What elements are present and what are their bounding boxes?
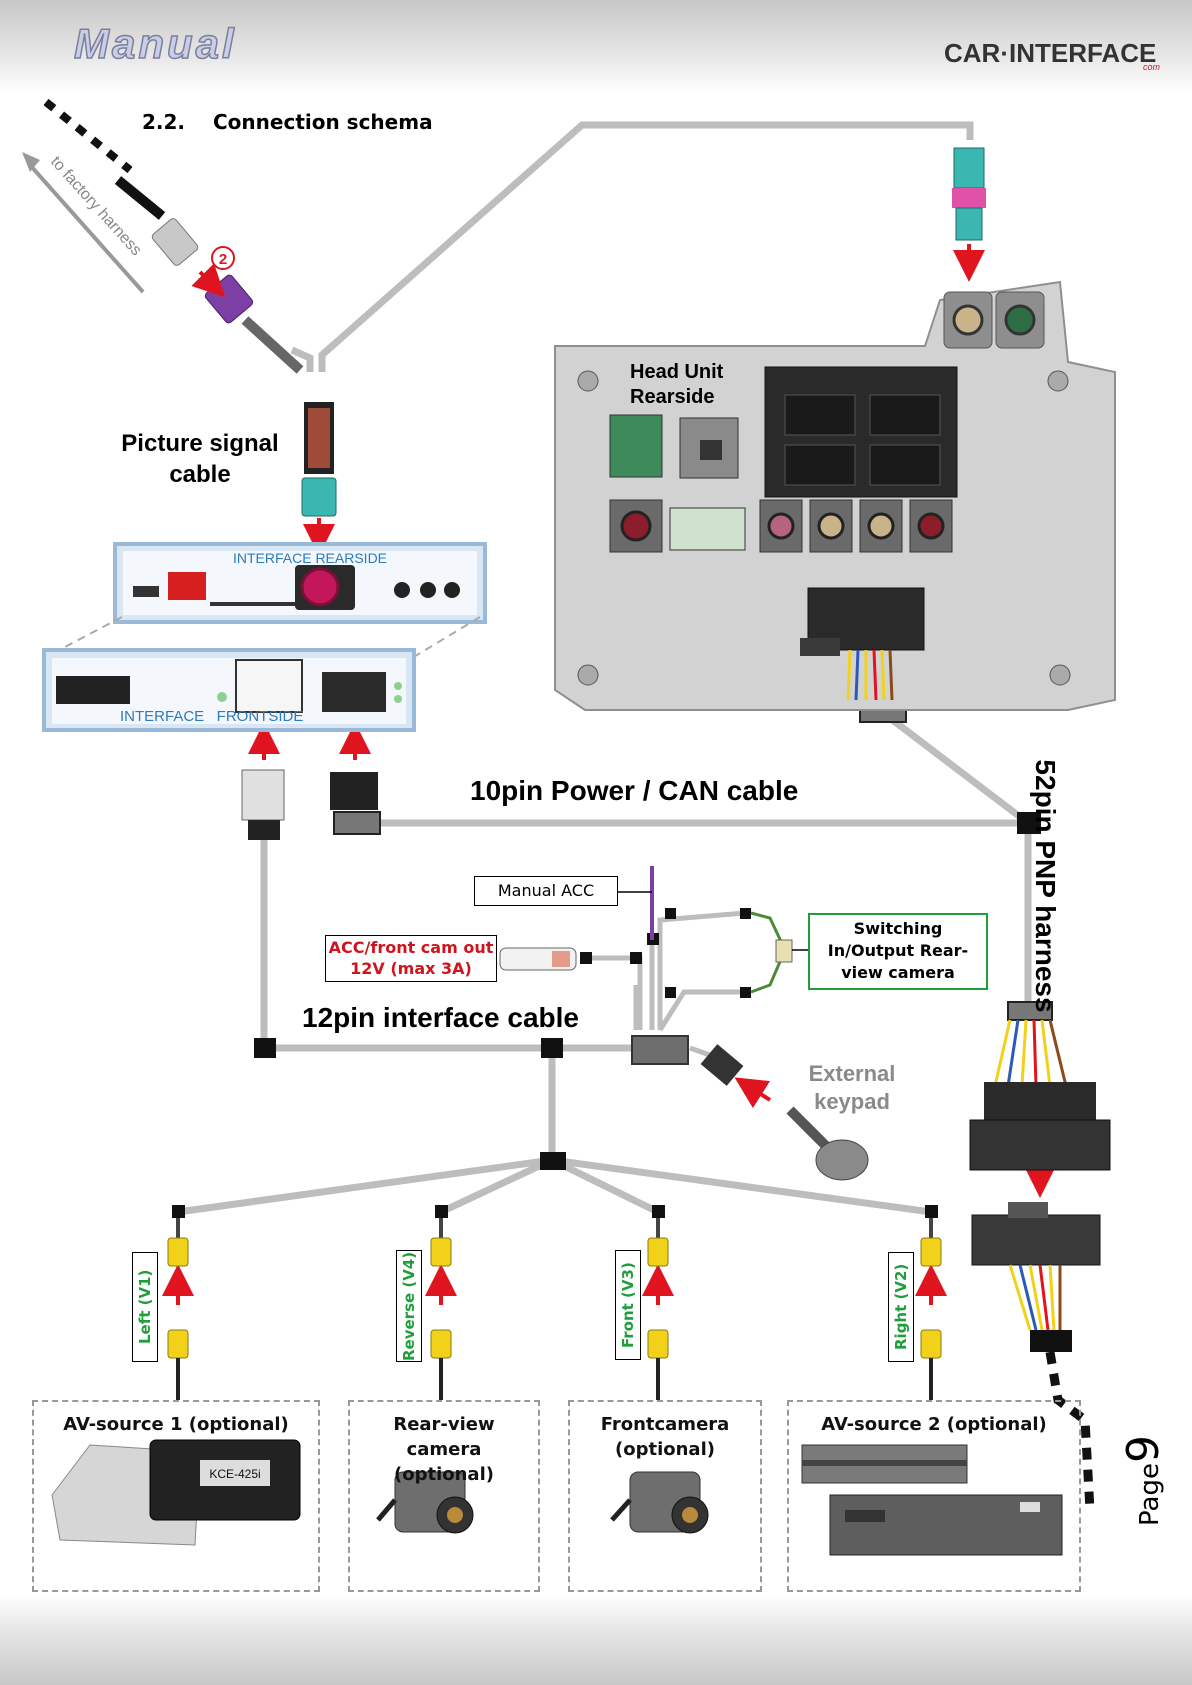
video-input-left-label: Left (V1): [132, 1252, 158, 1362]
head-unit: [554, 280, 1116, 711]
interface-frontside-label: INTERFACE FRONTSIDE: [120, 708, 304, 725]
pnp-harness-plug: [1007, 1001, 1053, 1021]
rear-camera-box: Rear-view camera (optional): [348, 1400, 540, 1592]
rear-camera-device: [376, 1471, 474, 1534]
external-keypad: [815, 1139, 869, 1181]
av-source-2-title: AV-source 2 (optional): [821, 1414, 1047, 1435]
pnp-harness-label: 52pin PNP harness: [1030, 759, 1061, 1013]
section-title: Connection schema: [213, 110, 433, 134]
white-12pin-plug: [241, 769, 285, 821]
brand-logo: CAR·INTERFACE: [944, 38, 1157, 68]
rear-camera-title: Rear-view camera (optional): [393, 1414, 495, 1485]
pnp-harness-connector: [969, 1019, 1111, 1511]
rca-connectors: [167, 1218, 942, 1400]
keypad-plug: [700, 1044, 744, 1086]
picture-signal-label: Picture signal cable: [121, 430, 279, 488]
svg-text:2: 2: [219, 251, 227, 268]
interface-cable-label: 12pin interface cable: [302, 1002, 580, 1033]
interface-rearside-label: INTERFACE REARSIDE: [232, 550, 388, 566]
picture-signal-cable: [318, 121, 974, 372]
video-input-front-label: Front (V3): [615, 1250, 641, 1360]
picture-signal-cable-stub: [290, 346, 314, 372]
page-number-value: 9: [1118, 1435, 1169, 1464]
interface-frontside-box: [42, 648, 416, 732]
manual-title: Manual: [73, 19, 237, 68]
junctions: [172, 812, 1041, 1218]
switching-box: Switching In/Output Rear-view camera: [808, 913, 988, 990]
av-device-model: KCE-425i: [209, 1467, 260, 1481]
video-input-right-label: Right (V2): [888, 1252, 914, 1362]
av-source-2-device: [801, 1444, 1063, 1556]
front-camera-box: Frontcamera (optional): [568, 1400, 762, 1592]
black-10pin-plug: [330, 772, 378, 810]
acc-front-box: ACC/front cam out 12V (max 3A): [325, 935, 497, 982]
factory-connector: [151, 218, 199, 266]
page-word: Page: [1135, 1463, 1165, 1526]
headunit-pink-connector: [952, 188, 986, 208]
power-can-label: 10pin Power / CAN cable: [470, 775, 799, 806]
head-unit-label: Head Unit Rearside: [630, 361, 724, 408]
teal-connector: [301, 477, 337, 517]
interface-rearside-box: [113, 542, 487, 624]
video-fanout: [177, 1156, 932, 1216]
brand-logo-suffix: com: [1143, 62, 1161, 72]
av-source-1-box: AV-source 1 (optional): [32, 1400, 320, 1592]
front-camera-device: [610, 1471, 709, 1534]
video-input-reverse-label: Reverse (V4): [396, 1250, 422, 1362]
av-source-1-device: KCE-425i: [51, 1439, 301, 1546]
manual-acc-box: Manual ACC: [474, 876, 618, 906]
external-keypad-label: External keypad: [808, 1061, 896, 1114]
interface-cable-connector: [631, 1035, 689, 1065]
violet-cable: [241, 316, 304, 374]
page-header-band: [0, 0, 1192, 92]
headunit-teal-connector: [953, 147, 985, 189]
page-footer-band: [0, 1595, 1192, 1685]
front-camera-title: Frontcamera (optional): [600, 1414, 730, 1460]
section-number: 2.2.: [142, 110, 186, 134]
factory-harness-cable: [114, 176, 166, 220]
power-can-plug: [333, 811, 381, 835]
av-source-1-title: AV-source 1 (optional): [63, 1414, 289, 1435]
factory-arrow: [28, 163, 145, 294]
page-number: Page9: [1118, 1435, 1169, 1526]
switching-cables: [657, 910, 746, 1032]
av-source-2-box: AV-source 2 (optional): [787, 1400, 1081, 1592]
